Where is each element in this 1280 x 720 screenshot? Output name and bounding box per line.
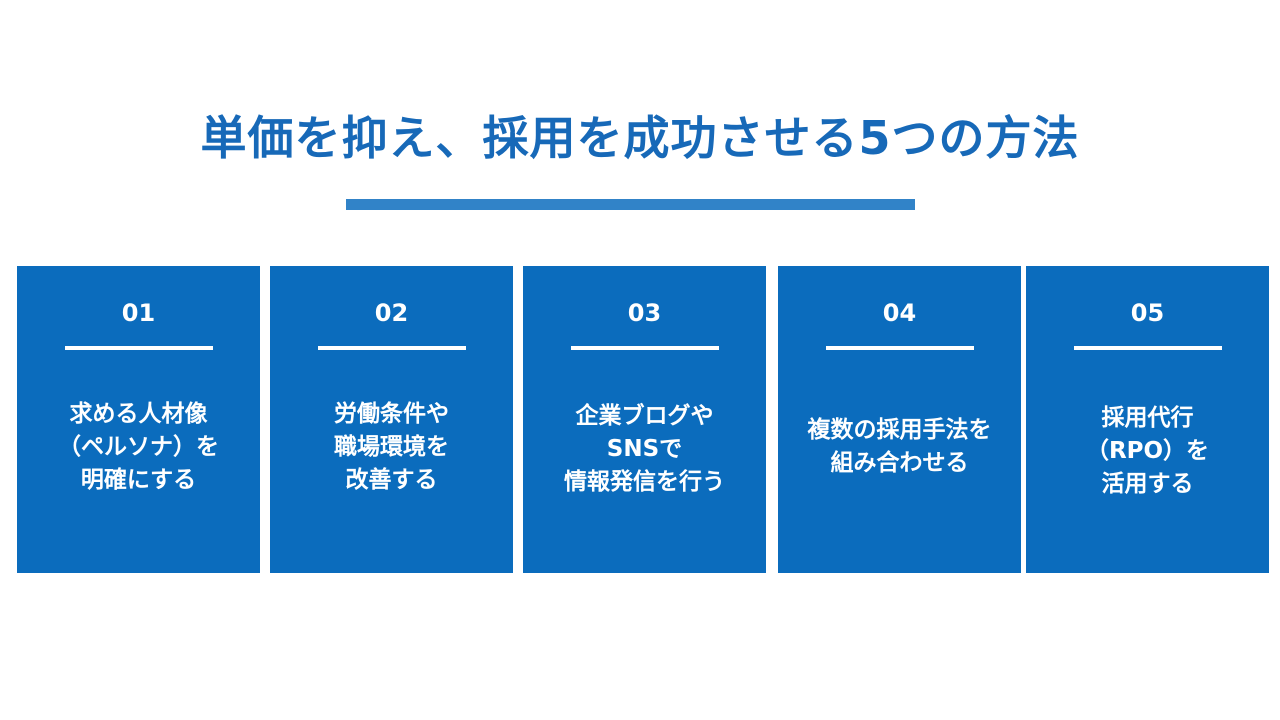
method-card-2: 02 労働条件や 職場環境を 改善する: [270, 266, 513, 573]
method-card-3: 03 企業ブログや SNSで 情報発信を行う: [523, 266, 766, 573]
card-number: 01: [121, 299, 156, 327]
method-card-1: 01 求める人材像 （ペルソナ）を 明確にする: [17, 266, 260, 573]
card-number: 05: [1130, 299, 1165, 327]
card-divider: [1073, 346, 1222, 350]
card-divider: [825, 346, 974, 350]
slide-title: 単価を抑え、採用を成功させる5つの方法: [200, 111, 1080, 165]
card-divider: [570, 346, 719, 350]
card-text: 求める人材像 （ペルソナ）を 明確にする: [58, 401, 219, 493]
method-card-4: 04 複数の採用手法を 組み合わせる: [778, 266, 1021, 573]
card-divider: [317, 346, 466, 350]
card-text: 採用代行 （RPO）を 活用する: [1085, 405, 1210, 497]
card-number: 04: [882, 299, 917, 327]
card-text: 企業ブログや SNSで 情報発信を行う: [564, 403, 725, 495]
card-number: 03: [627, 299, 662, 327]
title-underline: [346, 199, 915, 210]
method-card-5: 05 採用代行 （RPO）を 活用する: [1026, 266, 1269, 573]
card-number: 02: [374, 299, 409, 327]
card-text: 労働条件や 職場環境を 改善する: [334, 401, 449, 493]
card-text: 複数の採用手法を 組み合わせる: [807, 417, 992, 476]
card-divider: [64, 346, 213, 350]
